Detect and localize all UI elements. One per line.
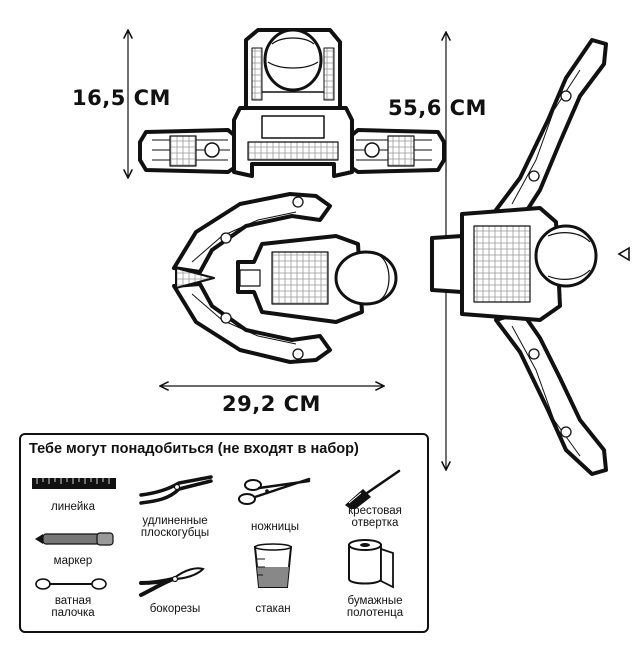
ruler-icon — [32, 478, 116, 489]
tool-label-side-cutters: бокорезы — [149, 603, 201, 615]
paper-towel-icon — [348, 539, 394, 589]
tool-label-cotton-swab: ватная палочка — [51, 595, 95, 619]
side-cutters-icon — [139, 567, 205, 597]
tools-panel-title: Тебе могут понадобиться (не входят в наб… — [29, 441, 359, 457]
phillips-screwdriver-icon — [345, 469, 401, 509]
tool-label-scissors: ножницы — [251, 521, 299, 533]
tool-label-marker: маркер — [53, 555, 93, 567]
height-dimension-label: 16,5 СМ — [72, 86, 171, 110]
cotton-swab-icon — [35, 578, 107, 590]
tools-needed-panel: Тебе могут понадобиться (не входят в наб… — [19, 433, 429, 633]
tool-label-ruler: линейка — [51, 501, 95, 513]
tool-label-long-pliers: удлиненные плоскогубцы — [140, 515, 210, 539]
scissors-icon — [238, 477, 311, 505]
cup-icon — [253, 543, 293, 588]
view-direction-icon — [617, 246, 630, 262]
length-dimension-label: 55,6 СМ — [388, 96, 487, 120]
model-front-view — [138, 28, 446, 178]
model-top-view — [430, 38, 608, 476]
tool-label-cup: стакан — [255, 603, 291, 615]
tool-label-paper-towel: бумажные полотенца — [346, 595, 404, 619]
tool-label-screwdriver: крестовая отвертка — [348, 505, 402, 529]
long-nose-pliers-icon — [139, 475, 213, 505]
model-side-view — [172, 192, 398, 364]
marker-icon — [35, 532, 114, 546]
width-dimension-label: 29,2 СМ — [222, 392, 321, 416]
